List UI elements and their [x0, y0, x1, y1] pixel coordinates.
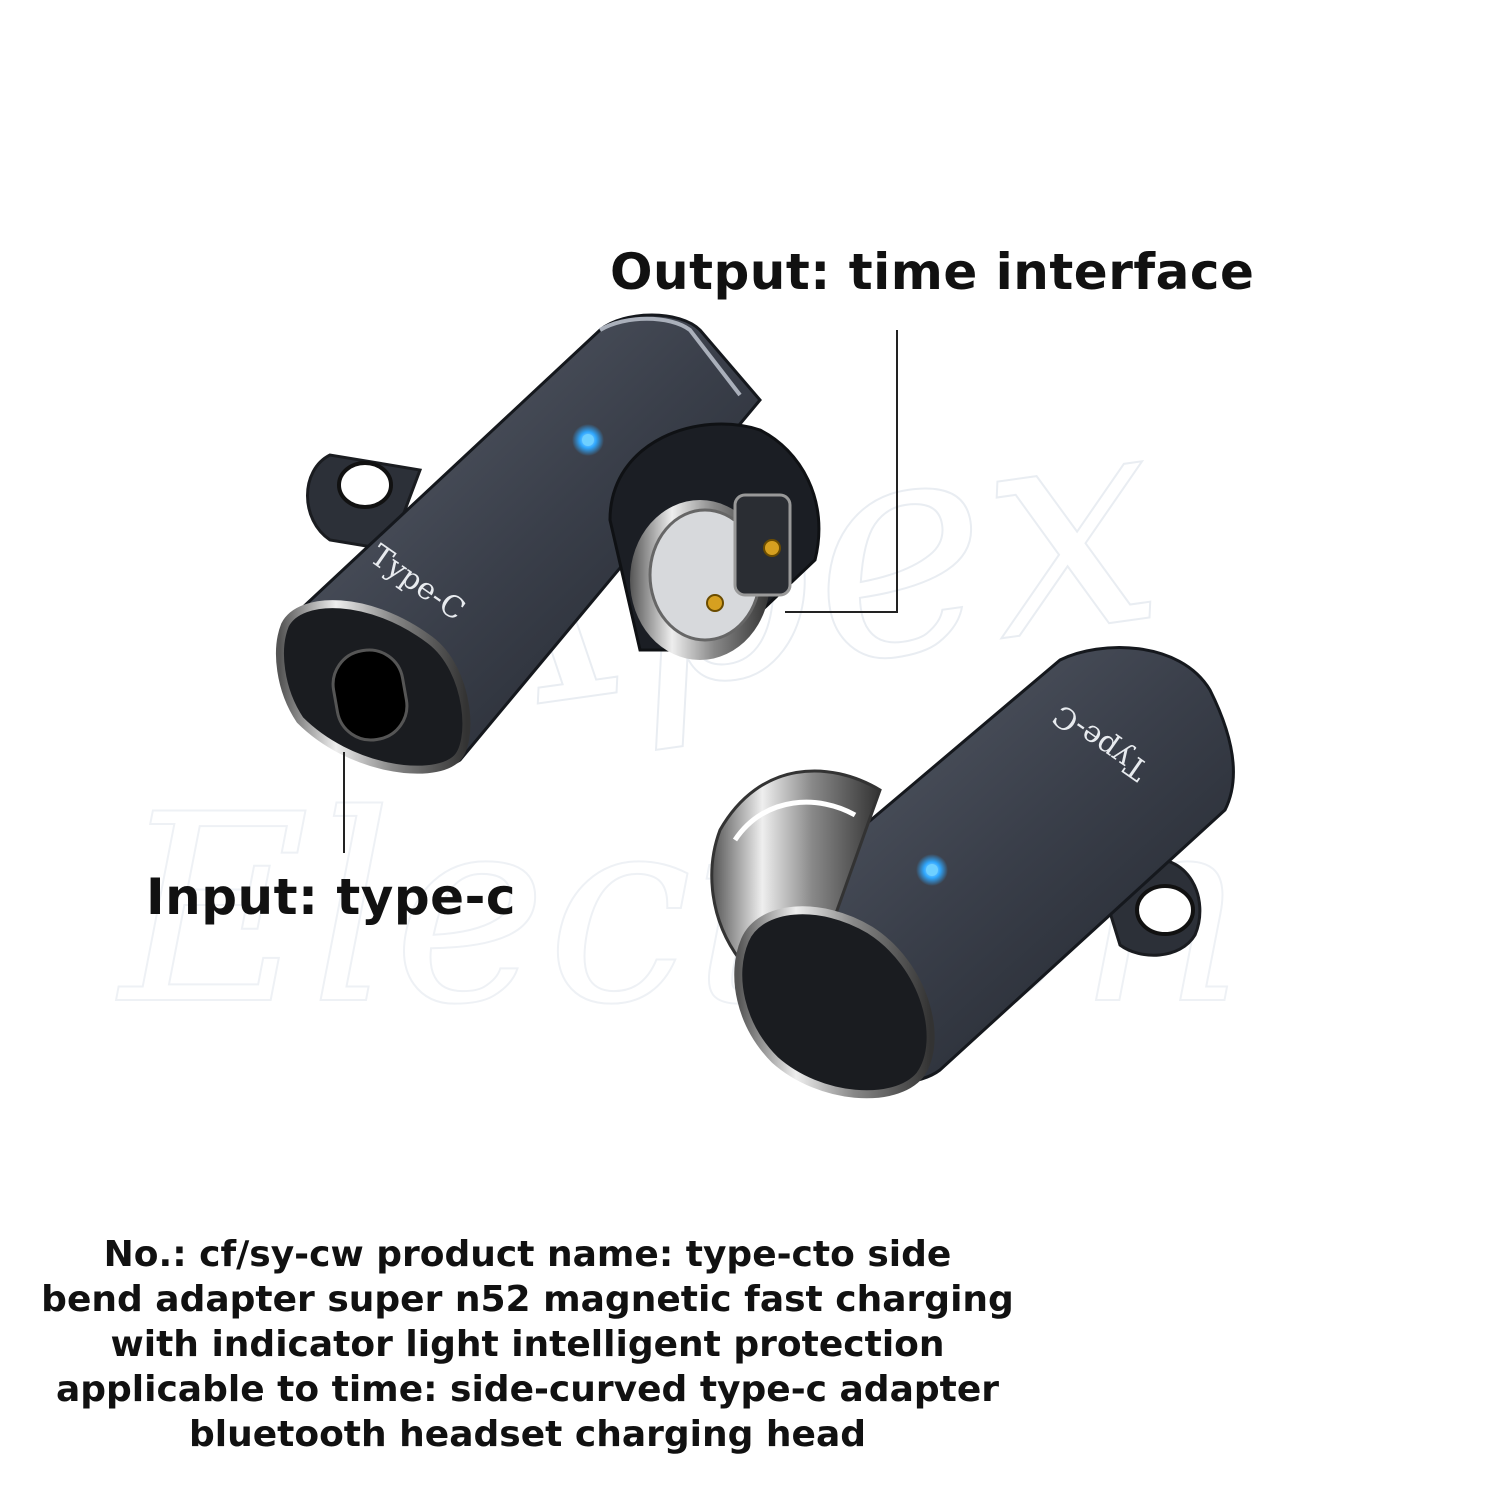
- description-line: No.: cf/sy-cw product name: type-cto sid…: [103, 1234, 952, 1275]
- description-line: bend adapter super n52 magnetic fast cha…: [41, 1279, 1014, 1320]
- adapter-front: Type-C: [276, 313, 821, 774]
- type-c-port-front: [276, 600, 471, 774]
- description-line: with indicator light intelligent protect…: [110, 1324, 945, 1365]
- output-label: Output: time interface: [610, 243, 1255, 301]
- adapter-back: Type-C: [710, 646, 1235, 1099]
- magnetic-head-rear: [710, 769, 882, 962]
- magnetic-output-head: [608, 422, 821, 660]
- input-label: Input: type-c: [146, 868, 516, 926]
- output-callout-line: [785, 330, 898, 613]
- description-line: applicable to time: side-curved type-c a…: [55, 1369, 1000, 1410]
- description-line: bluetooth headset charging head: [188, 1414, 867, 1455]
- product-description: No.: cf/sy-cw product name: type-cto sid…: [20, 1232, 1035, 1457]
